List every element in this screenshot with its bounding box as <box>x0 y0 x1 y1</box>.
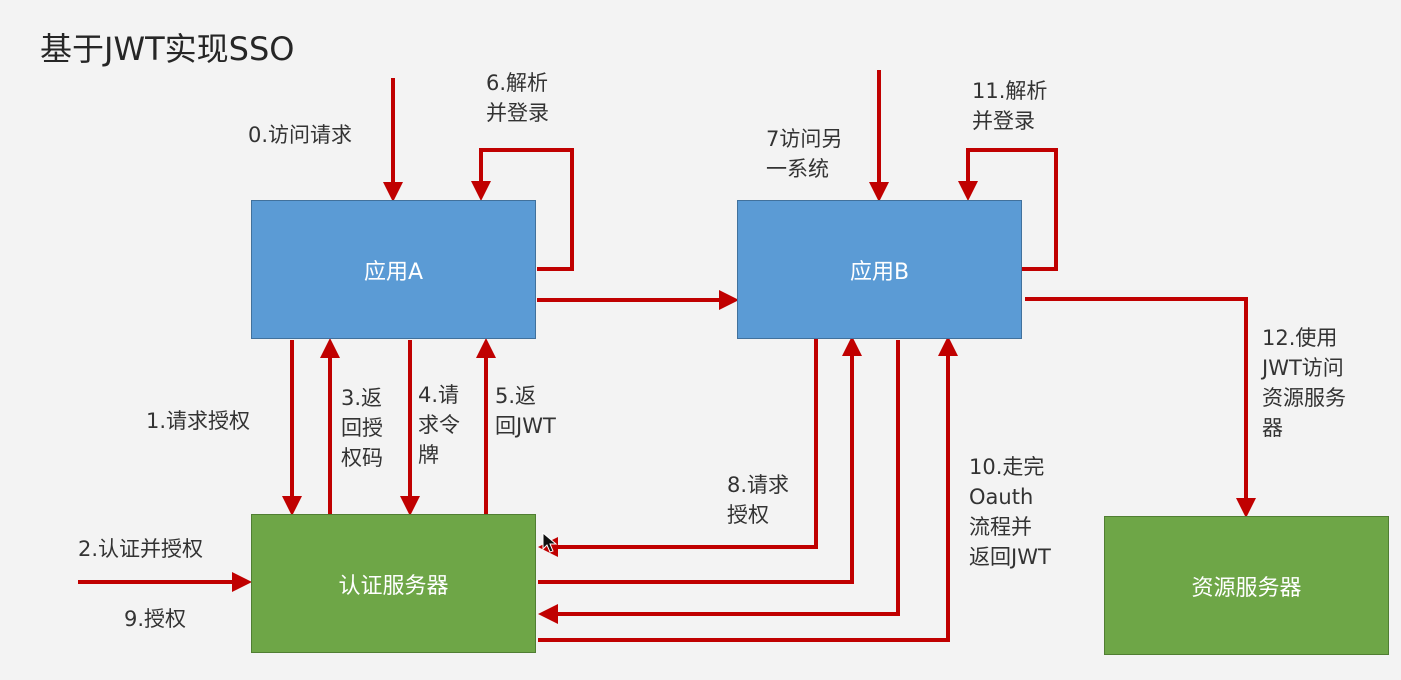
label-step10: 10.走完 Oauth 流程并 返回JWT <box>969 455 1051 569</box>
auth-server-node: 认证服务器 <box>251 514 536 653</box>
arrow-auth-to-b-1 <box>538 336 862 584</box>
app-a-node: 应用A <box>251 200 536 339</box>
label-step2: 2.认证并授权 <box>78 537 204 561</box>
page-title: 基于JWT实现SSO <box>40 30 295 68</box>
arrow-step11 <box>958 148 1058 271</box>
label-step4: 4.请 求令 牌 <box>418 383 460 467</box>
arrow-step10 <box>538 336 958 642</box>
arrow-step8 <box>538 336 818 557</box>
label-step0: 0.访问请求 <box>248 123 353 147</box>
arrow-step12 <box>1025 297 1256 518</box>
auth-server-label: 认证服务器 <box>338 573 449 599</box>
label-step7: 7访问另 一系统 <box>766 127 843 181</box>
resource-server-node: 资源服务器 <box>1104 516 1389 655</box>
label-step8: 8.请求 授权 <box>727 473 790 527</box>
resource-server-label: 资源服务器 <box>1191 575 1302 601</box>
label-step6: 6.解析 并登录 <box>486 71 549 125</box>
label-step3: 3.返 回授 权码 <box>341 386 383 470</box>
mouse-cursor-icon <box>542 531 558 553</box>
label-step11: 11.解析 并登录 <box>972 79 1048 133</box>
label-step5: 5.返 回JWT <box>495 384 556 438</box>
label-step1: 1.请求授权 <box>146 409 251 433</box>
label-step12: 12.使用 JWT访问 资源服务 器 <box>1262 326 1346 440</box>
app-b-node: 应用B <box>737 200 1022 339</box>
arrow-step6 <box>471 148 574 271</box>
label-step9: 9.授权 <box>124 607 187 631</box>
app-a-label: 应用A <box>363 259 424 285</box>
app-b-label: 应用B <box>849 259 910 285</box>
arrow-b-to-auth <box>538 340 900 624</box>
